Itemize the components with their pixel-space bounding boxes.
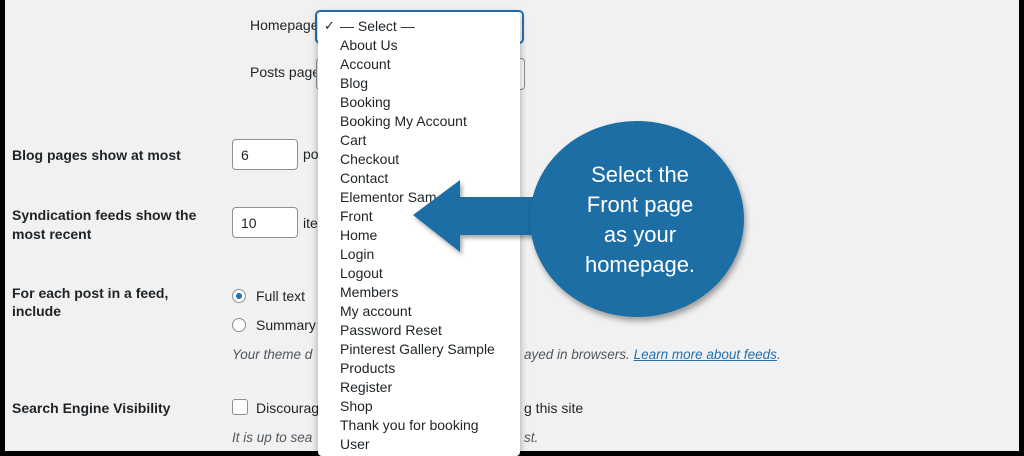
dropdown-option[interactable]: Logout xyxy=(340,265,383,281)
callout-line-4: homepage. xyxy=(584,252,696,277)
dropdown-option[interactable]: Register xyxy=(340,379,393,395)
discourage-label-end: g this site xyxy=(524,400,584,416)
callout-line-1: Select the xyxy=(591,162,689,187)
dropdown-option-front[interactable]: Front xyxy=(340,208,373,224)
dropdown-option[interactable]: — Select — xyxy=(340,18,415,34)
dropdown-option[interactable]: Elementor Sam xyxy=(340,189,437,205)
dropdown-option[interactable]: Cart xyxy=(340,132,367,148)
dropdown-option[interactable]: About Us xyxy=(340,37,398,53)
dropdown-option[interactable]: Members xyxy=(340,284,399,300)
dropdown-option[interactable]: Booking xyxy=(340,94,391,110)
feed-label-line2: include xyxy=(12,303,62,319)
visibility-desc-end: st. xyxy=(524,430,539,445)
dropdown-option[interactable]: Home xyxy=(340,227,378,243)
syndication-suffix: ite xyxy=(303,215,318,231)
dropdown-option[interactable]: Checkout xyxy=(340,151,400,167)
dropdown-option[interactable]: Shop xyxy=(340,398,373,414)
blog-pages-input[interactable]: 6 xyxy=(232,139,298,170)
learn-more-feeds-link[interactable]: Learn more about feeds xyxy=(633,347,777,362)
dropdown-option[interactable]: Password Reset xyxy=(340,322,442,338)
dropdown-option[interactable]: Booking My Account xyxy=(340,113,467,129)
blog-pages-label: Blog pages show at most xyxy=(12,147,181,163)
dropdown-option[interactable]: Thank you for booking xyxy=(340,417,479,433)
syndication-input[interactable]: 10 xyxy=(232,207,298,238)
blog-pages-suffix: po xyxy=(303,146,319,162)
dropdown-option[interactable]: My account xyxy=(340,303,412,319)
search-visibility-label: Search Engine Visibility xyxy=(12,400,171,416)
callout-text: Select the Front page as your homepage. xyxy=(560,160,720,280)
posts-page-label: Posts page xyxy=(250,64,321,80)
discourage-search-checkbox[interactable] xyxy=(232,399,248,415)
discourage-label-start: Discourag xyxy=(256,400,320,416)
dropdown-option[interactable]: Pinterest Gallery Sample xyxy=(340,341,495,357)
full-text-label: Full text xyxy=(256,288,306,304)
selected-check-icon: ✓ xyxy=(324,18,335,33)
dropdown-option[interactable]: Blog xyxy=(340,75,369,91)
visibility-desc-start: It is up to sea xyxy=(232,430,313,445)
dropdown-option[interactable]: Account xyxy=(340,56,391,72)
full-text-radio[interactable] xyxy=(232,289,246,303)
syndication-label-line1: Syndication feeds show the xyxy=(12,207,197,223)
feed-label-line1: For each post in a feed, xyxy=(12,285,169,301)
syndication-label-line2: most recent xyxy=(12,226,92,242)
dropdown-option[interactable]: Products xyxy=(340,360,396,376)
frame-left-border xyxy=(0,0,5,456)
left-arrow-icon xyxy=(413,180,545,252)
frame-right-border xyxy=(1019,0,1024,456)
dropdown-option[interactable]: Login xyxy=(340,246,375,262)
dropdown-option[interactable]: User xyxy=(340,436,370,452)
summary-radio[interactable] xyxy=(232,318,246,332)
homepage-label: Homepage xyxy=(250,17,319,33)
dropdown-option[interactable]: Contact xyxy=(340,170,389,186)
theme-description-start: Your theme d xyxy=(232,347,313,362)
callout-bubble xyxy=(530,121,744,317)
summary-label: Summary xyxy=(256,317,316,333)
callout-line-2: Front page xyxy=(586,192,694,217)
callout-line-3: as your xyxy=(603,222,677,247)
theme-description-end: ayed in browsers. Learn more about feeds… xyxy=(524,347,781,362)
